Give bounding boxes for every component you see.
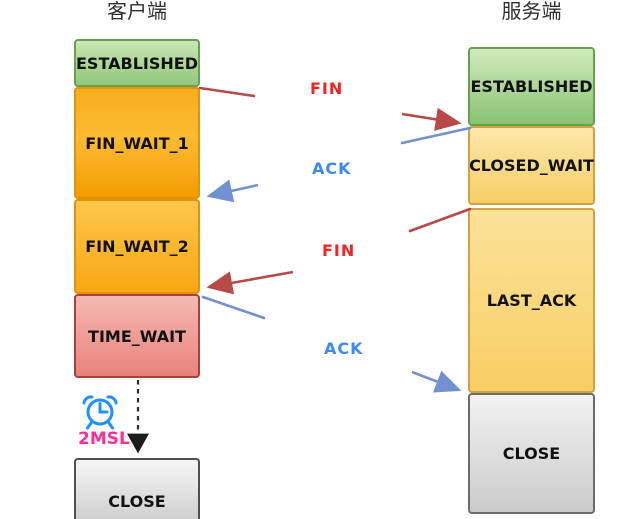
fin1-arrow-end-segment (401, 107, 462, 131)
timer-2msl-label: 2MSL (78, 429, 130, 449)
message-label-ack-2: ACK (324, 339, 364, 358)
ack2-arrow-start-segment (201, 295, 266, 320)
fin2-arrow-start-segment (408, 207, 472, 233)
message-label-fin-1: FIN (310, 79, 344, 98)
client-state-time-wait: TIME_WAIT (74, 294, 200, 378)
client-column-title: 客户端 (107, 1, 167, 23)
client-state-established: ESTABLISHED (74, 39, 200, 87)
message-label-ack-1: ACK (312, 159, 352, 178)
message-label-fin-2: FIN (322, 241, 356, 260)
client-state-fin-wait-2: FIN_WAIT_2 (74, 199, 200, 294)
client-state-close: CLOSE (74, 458, 200, 519)
ack1-arrow-end-segment (206, 179, 259, 203)
server-state-close: CLOSE (468, 393, 595, 514)
ack1-arrow-start-segment (400, 126, 472, 145)
server-state-established: ESTABLISHED (468, 47, 595, 126)
client-state-fin-wait-1: FIN_WAIT_1 (74, 87, 200, 199)
fin1-arrow-start-segment (198, 86, 256, 98)
server-state-closed-wait: CLOSED_WAIT (468, 126, 595, 205)
fin2-arrow-end-segment (206, 270, 294, 295)
ack2-arrow-end-segment (411, 370, 462, 393)
server-column-title: 服务端 (501, 1, 562, 23)
server-state-last-ack: LAST_ACK (468, 208, 595, 393)
alarm-clock-icon (82, 395, 118, 430)
